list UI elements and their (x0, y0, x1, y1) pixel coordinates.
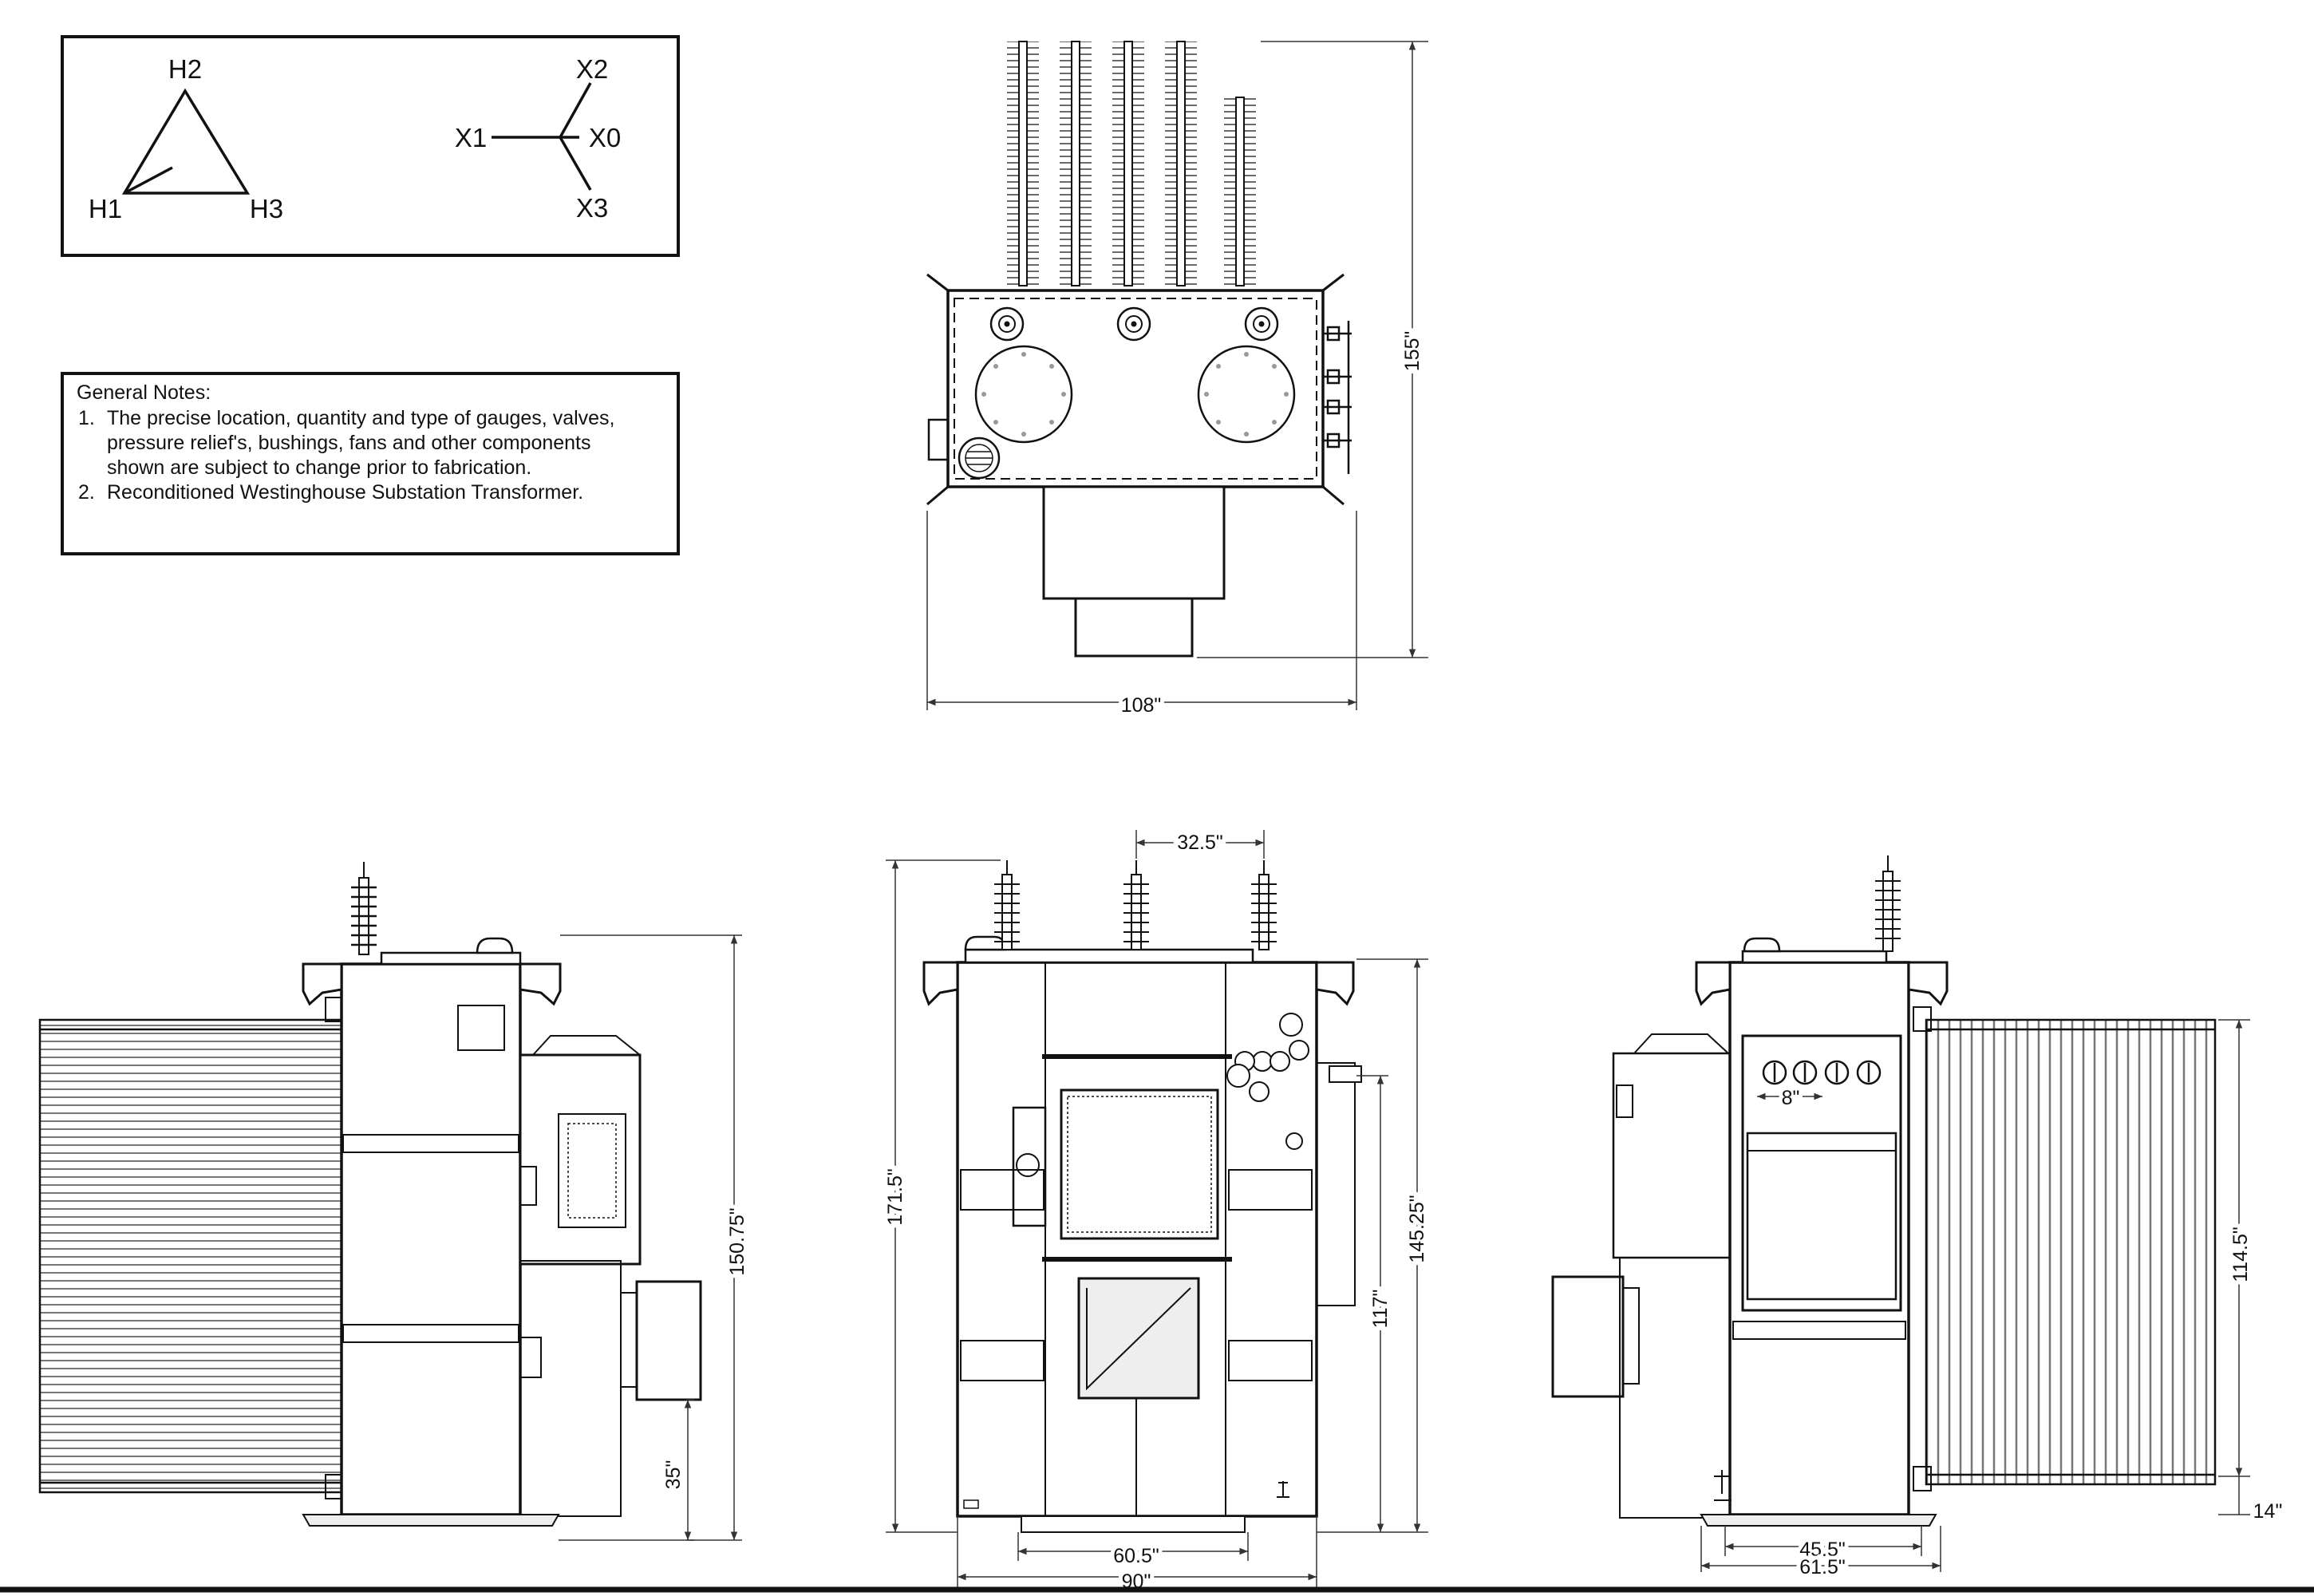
dim-front-base-inner (1017, 1532, 1249, 1561)
dim-front-height-overall (886, 859, 1001, 1533)
dim-right-radiator-base-label: 14" (2253, 1500, 2283, 1523)
cooling-fan-box-right (1551, 1275, 1625, 1398)
inspection-door-front (1060, 1088, 1219, 1240)
cooler-top (1074, 597, 1194, 658)
dim-front-height-cabinet (1356, 1075, 1388, 1532)
dim-front-height-tank (1317, 958, 1428, 1533)
radiator-left (38, 1018, 345, 1494)
delta-symbol (121, 88, 251, 195)
note-2-number: 2. (78, 481, 95, 504)
dim-front-height-tank-label: 145.25" (1406, 1195, 1428, 1262)
dim-front-base-overall (957, 1516, 1317, 1588)
dim-front-height-overall-label: 171.5" (884, 1168, 906, 1225)
manhole-right (1197, 345, 1296, 444)
dim-top-width-label: 108" (1121, 694, 1162, 717)
dim-front-bushing-spacing-label: 32.5" (1177, 832, 1223, 854)
pressure-relief-top (958, 437, 1001, 480)
label-x0: X0 (589, 123, 621, 152)
note-1-line-2: pressure relief's, bushings, fans and ot… (107, 432, 591, 454)
dim-top-depth (1197, 41, 1428, 658)
hv-bushing-right (1875, 855, 1901, 952)
gauges-front (1226, 1013, 1309, 1150)
manhole-left (974, 345, 1073, 444)
hv-bushing-top-1 (989, 306, 1025, 342)
dim-left-base-label: 35" (662, 1460, 685, 1490)
cabinet-top (1042, 485, 1226, 600)
hv-bushing-top-2 (1116, 306, 1151, 342)
dim-right-base-inner (1724, 1526, 1922, 1556)
label-h3: H3 (250, 194, 283, 223)
hv-bushing-front-3 (1251, 860, 1277, 950)
front-view (886, 830, 1428, 1588)
cooling-fan-box-left (635, 1280, 702, 1401)
top-view (926, 41, 1428, 710)
control-cabinet-door-right (1741, 1034, 1902, 1312)
dim-right-radiator-height (2218, 1019, 2250, 1477)
tank-left (340, 962, 522, 1516)
wye-symbol (492, 82, 592, 191)
label-h1: H1 (89, 194, 122, 223)
dim-top-depth-label: 155" (1401, 331, 1424, 372)
gauge-front-left (1016, 1153, 1040, 1177)
general-notes-box: General Notes: 1. The precise location, … (61, 372, 680, 555)
radiator-fins-top (1007, 41, 1256, 286)
hv-bushing-front-2 (1123, 860, 1149, 950)
dim-right-radiator-height-label: 114.5" (2229, 1227, 2252, 1282)
dim-right-radiator-base (2218, 1476, 2250, 1515)
hv-bushing-front-1 (994, 860, 1020, 950)
note-1-line-3: shown are subject to change prior to fab… (107, 456, 531, 479)
dim-right-base-overall-label: 61.5" (1799, 1556, 1846, 1578)
radiator-right (1925, 1018, 2217, 1486)
dim-front-base-inner-label: 60.5" (1113, 1545, 1159, 1567)
label-x2: X2 (576, 54, 608, 84)
vector-symbol-box: H2 H1 H3 X2 X1 X0 X3 (61, 35, 680, 257)
dim-left-height-label: 150.75" (726, 1207, 748, 1275)
lv-bushings-top (1323, 321, 1352, 474)
dim-top-width (926, 511, 1357, 710)
right-side-view (1551, 855, 2250, 1572)
note-2-line-1: Reconditioned Westinghouse Substation Tr… (107, 481, 583, 504)
dim-left-base (684, 1399, 694, 1541)
hv-bushing-top-3 (1244, 306, 1279, 342)
dim-front-bushing-spacing (1135, 830, 1265, 859)
dim-left-height (559, 934, 742, 1541)
notes-heading: General Notes: (77, 381, 211, 404)
dim-right-gauge-spacing-label: 8" (1782, 1087, 1800, 1109)
label-x1: X1 (455, 123, 487, 152)
hv-bushing-left (351, 862, 377, 955)
control-cabinet-left (519, 1053, 642, 1266)
label-x3: X3 (576, 193, 608, 223)
dim-right-base-inner-label: 45.5" (1799, 1539, 1846, 1561)
gauges-right (1762, 1060, 1882, 1085)
label-h2: H2 (168, 54, 202, 84)
nameplate-left (457, 1005, 505, 1051)
dim-right-base-overall (1700, 1526, 1941, 1572)
dim-front-height-cabinet-label: 117" (1369, 1290, 1392, 1329)
note-1-number: 1. (78, 407, 95, 429)
note-1-line-1: The precise location, quantity and type … (107, 407, 615, 429)
left-side-view (38, 862, 742, 1541)
